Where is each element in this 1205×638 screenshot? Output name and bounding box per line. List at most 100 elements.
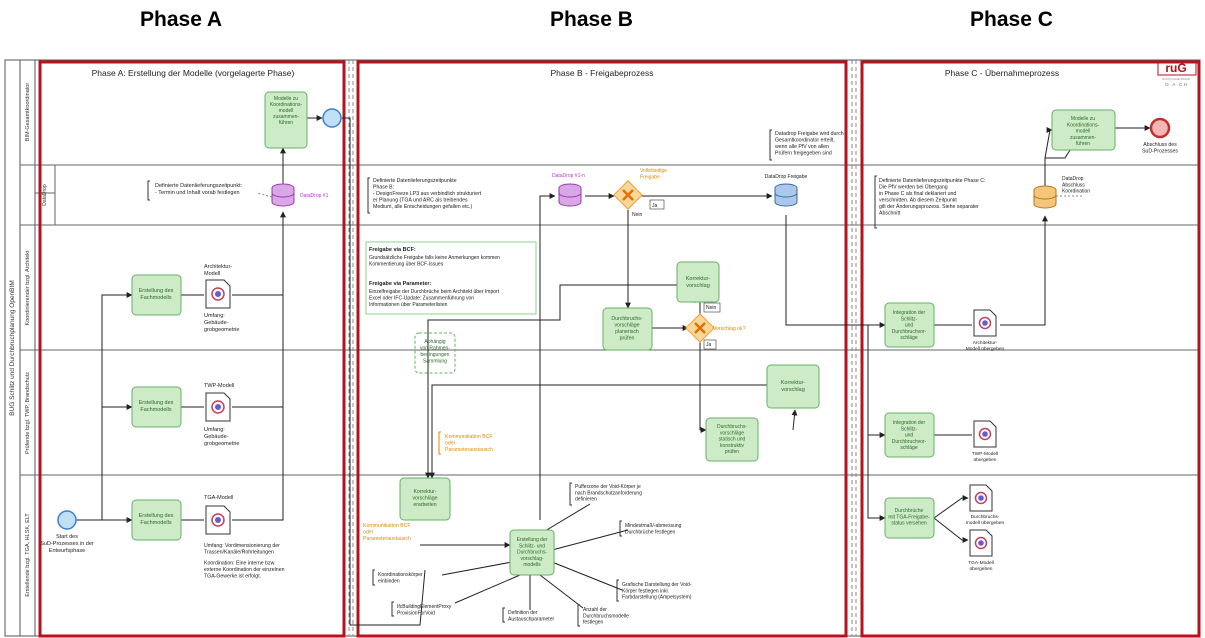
note-bracket-b-left (367, 177, 370, 214)
lane-label-datadrop: DataDrop (42, 184, 48, 206)
param-title: Freigabe via Parameter: (369, 281, 432, 287)
kommunikation-1-bracket (438, 431, 441, 455)
phase-b-heading: Phase B (550, 8, 633, 31)
ja-box-2 (703, 339, 717, 350)
lane-label-erstellende: Erstellende bzgl. TGA, HLSK, ELT (25, 513, 31, 597)
doc-c-durchbruch (969, 484, 993, 512)
sat-bracket-7 (372, 569, 375, 586)
phase-a-title: Phase A: Erstellung der Modelle (vorgela… (92, 68, 295, 78)
end-event (1149, 117, 1171, 139)
lane-label-koordinator: BIM-Gesamtkoordinator (25, 83, 31, 142)
phase-b-frame (356, 60, 848, 638)
logo: ruG HOUTLOGIE BOUW O · A · C H (1157, 60, 1197, 87)
doc-twp-label: TWP-Modell (204, 383, 234, 389)
phase-b-title: Phase B - Freigabeprozess (551, 68, 654, 78)
doc-twp-modell (205, 392, 231, 422)
datadrop-freigabe-label: DataDrop Freigabe (765, 174, 808, 180)
nein-box (703, 302, 721, 313)
doc-c-arch-label: Architektur-Modell übergeben (966, 340, 1005, 352)
note-bracket-b-top (769, 129, 772, 161)
datadrop-a (271, 183, 295, 207)
doc-architektur-modell (205, 279, 231, 309)
lane-label-architekt: Koordinierender bzgl. Architekt (25, 250, 31, 325)
phase-a-heading: Phase A (140, 8, 223, 31)
gateway-freigabe-ja: Ja (652, 203, 658, 209)
satellite-grafisch: Grafische Darstellung der Void-Körper fe… (622, 582, 692, 601)
sat-bracket-2 (619, 520, 622, 537)
svg-text:ruG: ruG (1165, 61, 1186, 75)
datadrop-b-label: DataDrop #1-n (552, 173, 585, 179)
svg-text:Korrektur-vorschlag: Korrektur-vorschlag (686, 276, 711, 289)
gateway-vorschlag-ok (685, 313, 715, 343)
ja-box (649, 199, 665, 210)
phase-a-frame (38, 60, 346, 638)
bcf-title: Freigabe via BCF: (369, 247, 416, 253)
datadrop-freigabe (774, 183, 798, 207)
intermediate-event (322, 108, 342, 128)
doc-c-durchbruch-label: Durchbruchs-modell übergeben (966, 514, 1005, 526)
doc-twp-scope: Umfang:Gebäude-grobgeometrie (204, 427, 239, 447)
note-bracket-c (874, 175, 877, 229)
sat-bracket-3 (616, 579, 619, 602)
phase-a-note: Definierte Datenlieferungszeitpunkt:- Te… (155, 183, 243, 196)
phase-c-heading: Phase C (970, 8, 1053, 31)
doc-arch-scope: Umfang:Gebäude-grobgeometrie (204, 313, 239, 333)
svg-text:Korrektur-vorschlag: Korrektur-vorschlag (781, 380, 806, 393)
separator-bc (851, 60, 857, 636)
task-korrektur-mid[interactable]: Korrektur-vorschlag (766, 364, 820, 409)
phase-c-title: Phase C - Übernahmeprozess (945, 68, 1059, 78)
gateway-vorschlag-ja: Ja (706, 342, 712, 348)
pool-label: BUG Schlitz und Durchbruchplanung OpenBI… (9, 280, 16, 416)
note-bracket-a (147, 180, 150, 201)
task-korrektur-top[interactable]: Korrektur-vorschlag (676, 261, 720, 303)
lane-label-pruefende: Prüfende bzgl. TWP, Brandschutz (25, 372, 31, 454)
doc-c-tga (969, 529, 993, 557)
associations (256, 192, 1082, 198)
phase-c-note: Definierte Datenlieferungszeitpunkte Pha… (879, 178, 985, 217)
gateway-vorschlag-ok-label: Vorschlag ok? (713, 326, 746, 332)
datadrop-c (1033, 185, 1057, 209)
pool-border (4, 59, 1201, 637)
sat-bracket-5 (502, 607, 505, 623)
bcf-text: Grundsätzliche Freigabe falls keine Anme… (369, 255, 500, 268)
gateway-freigabe (613, 180, 643, 210)
